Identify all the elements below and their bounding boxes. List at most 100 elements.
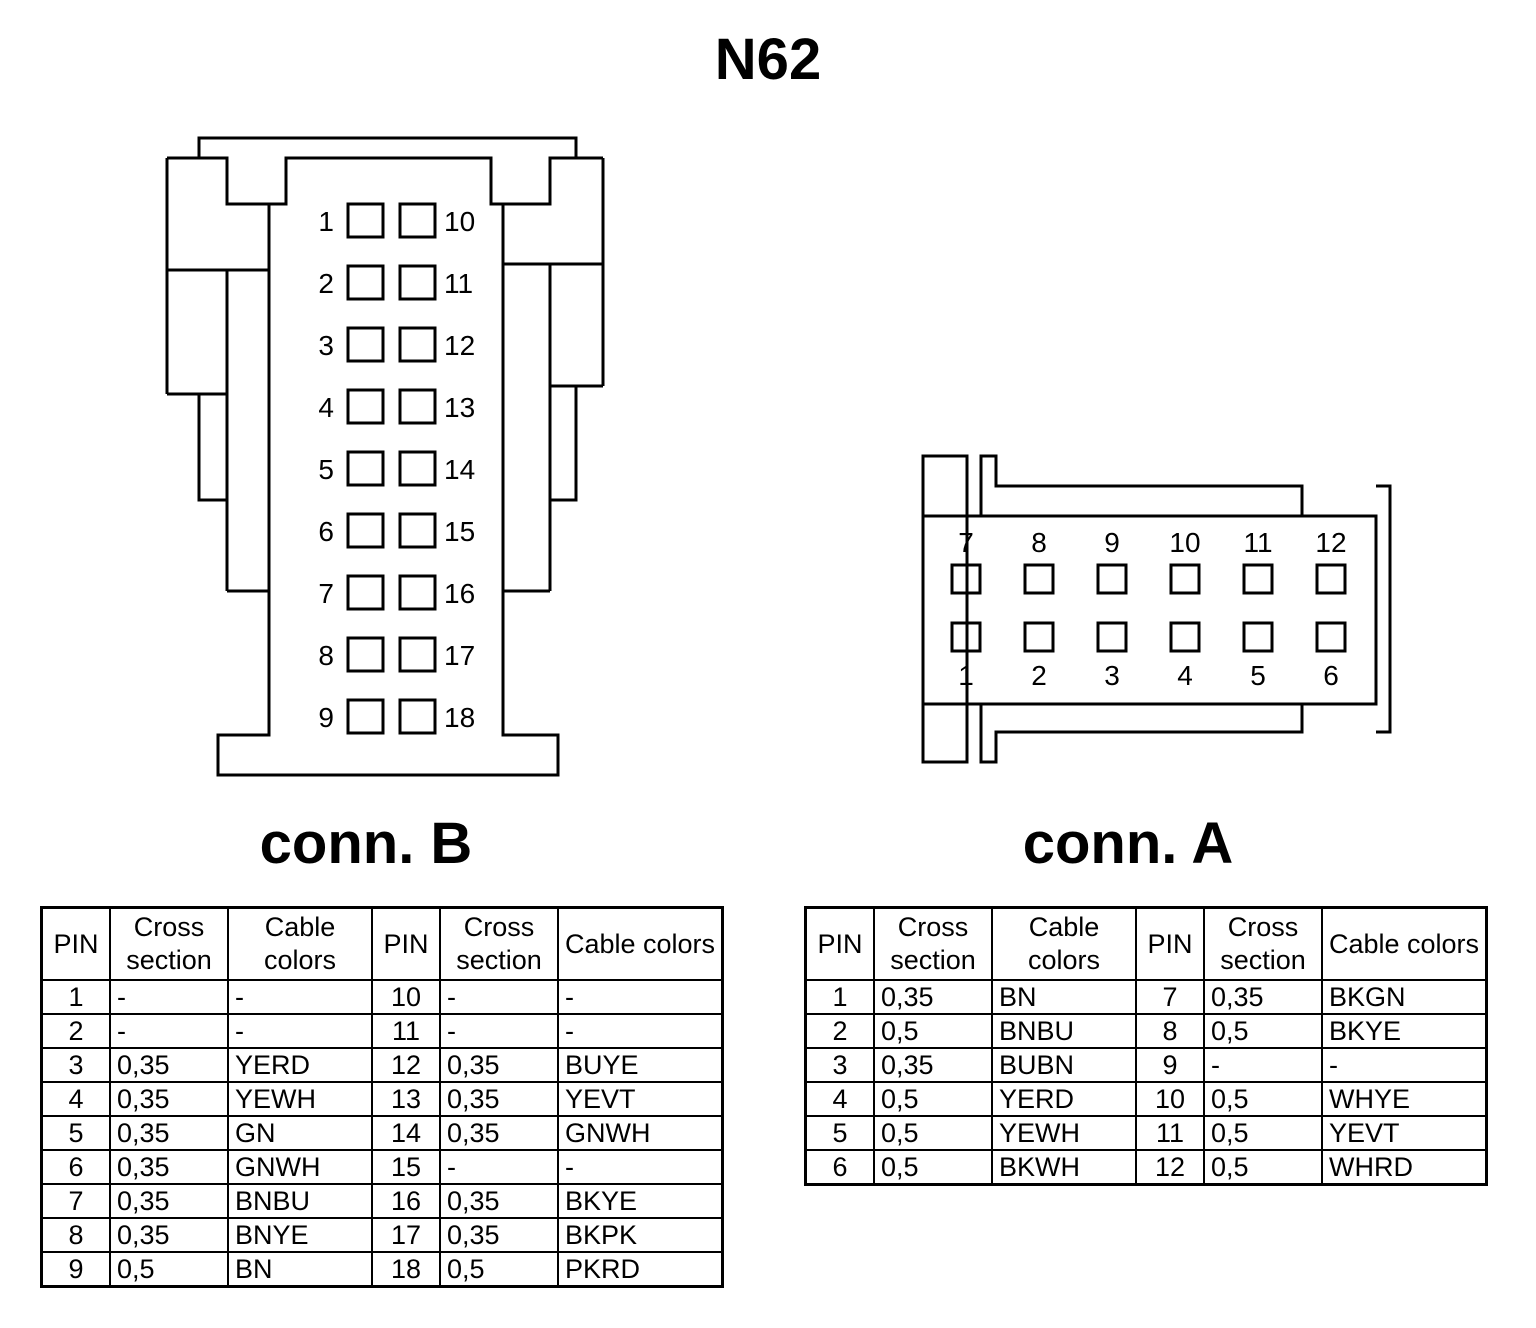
pin-number-label: 6 xyxy=(1323,660,1339,691)
pin-number-label: 17 xyxy=(444,640,475,671)
table-cell: 0,5 xyxy=(1203,1115,1323,1151)
table-cell: - xyxy=(557,979,724,1015)
pin-number-label: 8 xyxy=(318,640,334,671)
table-cell: BKGN xyxy=(1321,979,1488,1015)
table-cell: 1 xyxy=(804,979,875,1015)
table-cell: 3 xyxy=(804,1047,875,1083)
table-cell: 8 xyxy=(40,1217,111,1253)
table-cell: 2 xyxy=(40,1013,111,1049)
connector-a-pin-table: PIN Cross section Cable colors PIN Cross… xyxy=(804,906,1488,1186)
table-cell: - xyxy=(109,1013,229,1049)
table-cell: WHRD xyxy=(1321,1149,1488,1186)
table-cell: 0,35 xyxy=(109,1217,229,1253)
table-cell: 18 xyxy=(371,1251,441,1288)
table-cell: 6 xyxy=(804,1149,875,1186)
table-cell: 0,5 xyxy=(873,1013,993,1049)
table-cell: 13 xyxy=(371,1081,441,1117)
table-cell: 0,5 xyxy=(1203,1013,1323,1049)
pin-socket xyxy=(346,388,385,425)
table-cell: 0,35 xyxy=(873,1047,993,1083)
table-row: 2--11-- xyxy=(40,1013,724,1049)
pin-socket xyxy=(1096,621,1128,653)
table-cell: 10 xyxy=(1135,1081,1205,1117)
table-cell: 0,35 xyxy=(439,1183,559,1219)
table-cell: - xyxy=(227,979,373,1015)
connector-b-pin-table: PIN Cross section Cable colors PIN Cross… xyxy=(40,906,724,1288)
table-cell: 5 xyxy=(804,1115,875,1151)
pin-socket xyxy=(950,621,982,653)
pin-number-label: 3 xyxy=(318,330,334,361)
table-cell: BKYE xyxy=(557,1183,724,1219)
column-header: Cross section xyxy=(109,906,229,981)
pin-number-label: 2 xyxy=(1031,660,1047,691)
pin-socket xyxy=(398,202,437,239)
connector-a-body xyxy=(921,454,1392,764)
table-cell: GNWH xyxy=(557,1115,724,1151)
table-cell: 9 xyxy=(1135,1047,1205,1083)
pin-socket xyxy=(398,264,437,301)
pin-socket xyxy=(1242,563,1274,595)
pin-socket xyxy=(950,563,982,595)
pin-number-label: 5 xyxy=(1250,660,1266,691)
table-cell: 0,35 xyxy=(109,1149,229,1185)
table-header-row: PIN Cross section Cable colors PIN Cross… xyxy=(40,906,724,981)
table-cell: 0,35 xyxy=(439,1217,559,1253)
table-cell: 11 xyxy=(371,1013,441,1049)
pin-number-label: 4 xyxy=(318,392,334,423)
pin-number-label: 2 xyxy=(318,268,334,299)
pin-number-label: 11 xyxy=(444,268,473,299)
pin-socket xyxy=(346,264,385,301)
column-header: PIN xyxy=(1135,906,1205,981)
table-cell: 3 xyxy=(40,1047,111,1083)
table-cell: 0,35 xyxy=(439,1115,559,1151)
column-header: PIN xyxy=(371,906,441,981)
table-cell: 0,35 xyxy=(109,1081,229,1117)
table-cell: BN xyxy=(227,1251,373,1288)
pin-number-label: 14 xyxy=(444,454,475,485)
table-cell: 0,5 xyxy=(1203,1081,1323,1117)
table-cell: 14 xyxy=(371,1115,441,1151)
table-cell: 4 xyxy=(804,1081,875,1117)
table-cell: GNWH xyxy=(227,1149,373,1185)
column-header: Cross section xyxy=(1203,906,1323,981)
table-cell: 2 xyxy=(804,1013,875,1049)
table-cell: BN xyxy=(991,979,1137,1015)
table-cell: - xyxy=(227,1013,373,1049)
pin-number-label: 11 xyxy=(1243,527,1272,558)
table-cell: BKYE xyxy=(1321,1013,1488,1049)
table-cell: - xyxy=(439,979,559,1015)
pin-number-label: 12 xyxy=(444,330,475,361)
table-cell: BNBU xyxy=(227,1183,373,1219)
pin-socket xyxy=(398,450,437,487)
table-cell: 0,5 xyxy=(873,1149,993,1186)
pin-socket xyxy=(346,698,385,735)
pin-socket xyxy=(346,636,385,673)
pin-socket xyxy=(1023,563,1055,595)
table-cell: 0,5 xyxy=(109,1251,229,1288)
column-header: Cable colors xyxy=(991,906,1137,981)
table-row: 1--10-- xyxy=(40,979,724,1015)
pin-socket xyxy=(346,326,385,363)
pin-socket xyxy=(398,574,437,611)
table-cell: - xyxy=(109,979,229,1015)
table-cell: 6 xyxy=(40,1149,111,1185)
column-header: PIN xyxy=(804,906,875,981)
pin-number-label: 10 xyxy=(444,206,475,237)
pin-number-label: 5 xyxy=(318,454,334,485)
pin-number-label: 9 xyxy=(318,702,334,733)
table-cell: - xyxy=(557,1149,724,1185)
table-cell: 0,35 xyxy=(439,1081,559,1117)
table-cell: 16 xyxy=(371,1183,441,1219)
pin-socket xyxy=(1169,563,1201,595)
table-cell: 10 xyxy=(371,979,441,1015)
pin-number-label: 8 xyxy=(1031,527,1047,558)
connector-b-label: conn. B xyxy=(259,811,473,876)
